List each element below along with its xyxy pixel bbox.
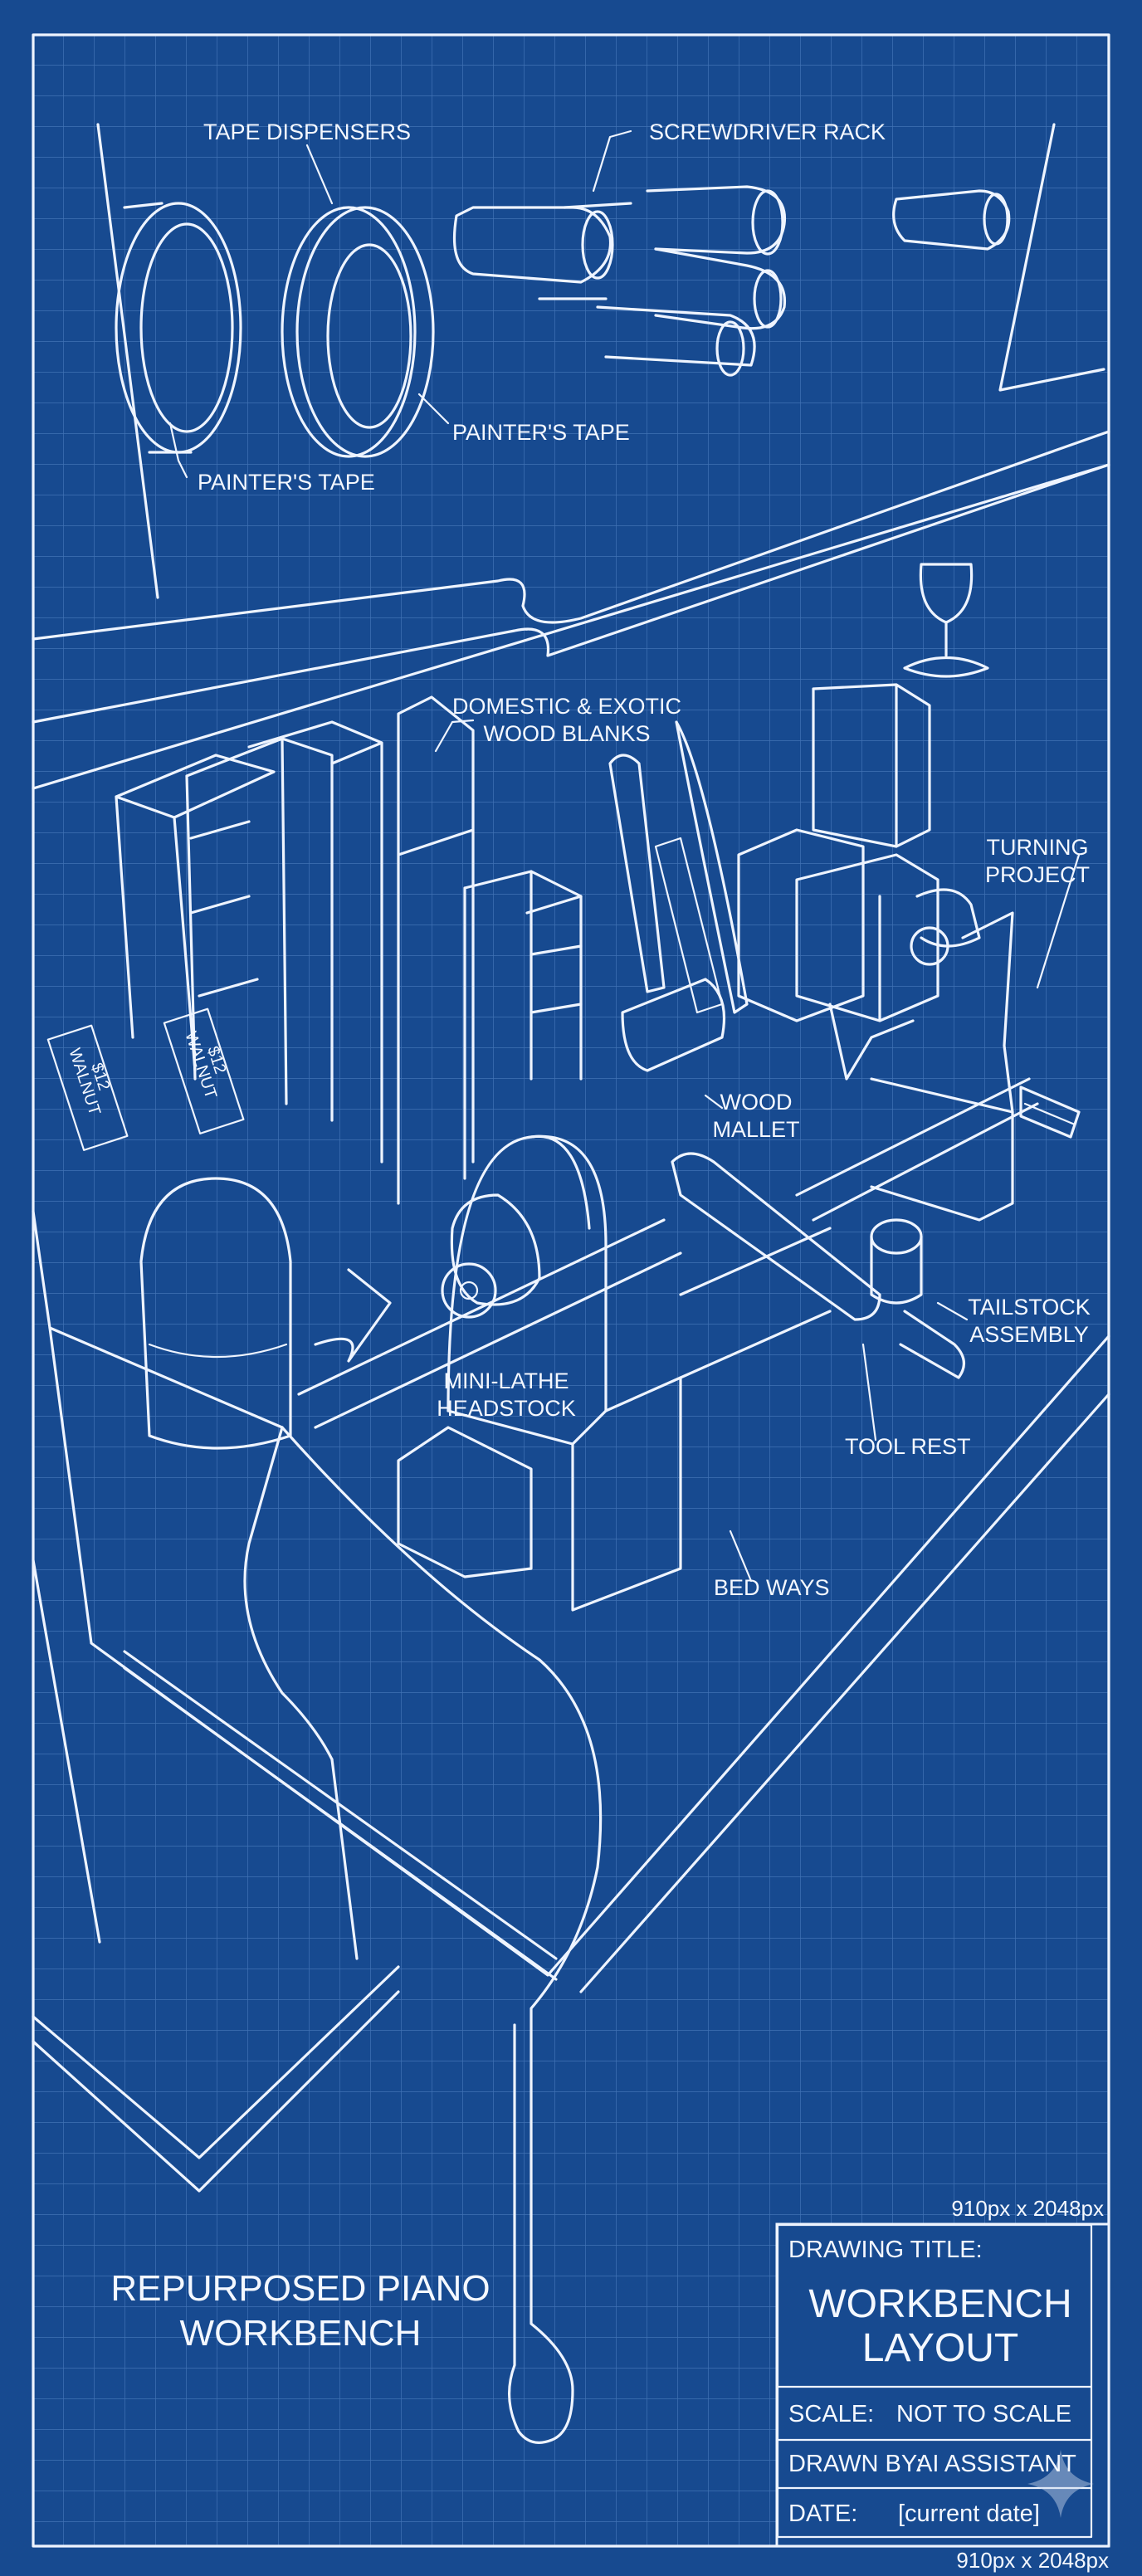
date-label: DATE: (788, 2500, 857, 2527)
scale-value: NOT TO SCALE (896, 2401, 1071, 2427)
tailstock-assembly-icon (795, 1077, 1039, 1379)
label-painters-tape-right: PAINTER'S TAPE (452, 420, 630, 445)
label-painters-tape-left: PAINTER'S TAPE (198, 470, 375, 495)
date-value: [current date] (898, 2500, 1040, 2527)
lathe-bed-ways (297, 1218, 832, 1429)
tool-rest-icon (671, 1152, 881, 1321)
drawing-title-line1: WORKBENCH (808, 2282, 1071, 2326)
dimension-top: 910px x 2048px (951, 2196, 1104, 2221)
drawn-by-label: DRAWN BY: (788, 2451, 923, 2477)
main-title-line2: WORKBENCH (180, 2313, 422, 2354)
turning-project-icon (828, 888, 1081, 1139)
label-wood-blanks-1: DOMESTIC & EXOTIC (452, 694, 681, 719)
drawing-border (32, 33, 1110, 2548)
grid (33, 35, 1109, 2546)
painters-tape-right-icon (281, 206, 435, 458)
drawing-title-line2: LAYOUT (862, 2326, 1018, 2370)
label-wood-mallet-2: MALLET (712, 1117, 799, 1142)
mini-lathe-headstock-icon (397, 1134, 682, 1612)
label-tape-dispensers: TAPE DISPENSERS (203, 120, 411, 144)
canister-icon (139, 1177, 292, 1450)
label-screwdriver-rack: SCREWDRIVER RACK (649, 120, 886, 144)
scale-label: SCALE: (788, 2401, 874, 2427)
label-turning-project-1: TURNING (987, 835, 1089, 860)
label-wood-mallet-1: WOOD (720, 1090, 793, 1115)
label-wood-blanks-2: WOOD BLANKS (483, 721, 650, 746)
label-tool-rest: TOOL REST (845, 1434, 971, 1459)
drawn-by-value: AI ASSISTANT (916, 2451, 1076, 2477)
wood-blanks (115, 683, 939, 1205)
label-bed-ways: BED WAYS (714, 1575, 830, 1600)
label-turning-project-2: PROJECT (985, 862, 1090, 887)
piano-workbench-frame (32, 1210, 1110, 2444)
title-block: 910px x 2048px DRAWING TITLE: WORKBENCH … (775, 2196, 1110, 2548)
painters-tape-left-icon (115, 202, 242, 454)
drawing-title-label: DRAWING TITLE: (788, 2237, 983, 2263)
wood-mallet-icon (608, 720, 749, 1072)
wine-glass-icon (903, 563, 989, 678)
label-tailstock-1: TAILSTOCK (968, 1295, 1091, 1320)
label-tailstock-2: ASSEMBLY (969, 1322, 1089, 1347)
label-headstock-2: HEADSTOCK (437, 1396, 576, 1421)
label-headstock-1: MINI-LATHE (443, 1368, 569, 1393)
screwdriver-rack-icon (452, 185, 1011, 377)
piano-back-panel (32, 123, 1110, 790)
main-title-line1: REPURPOSED PIANO (110, 2268, 490, 2309)
dimension-bottom: 910px x 2048px (956, 2548, 1109, 2573)
leader-lines (168, 129, 1081, 1583)
sparkle-icon (1027, 2450, 1094, 2518)
